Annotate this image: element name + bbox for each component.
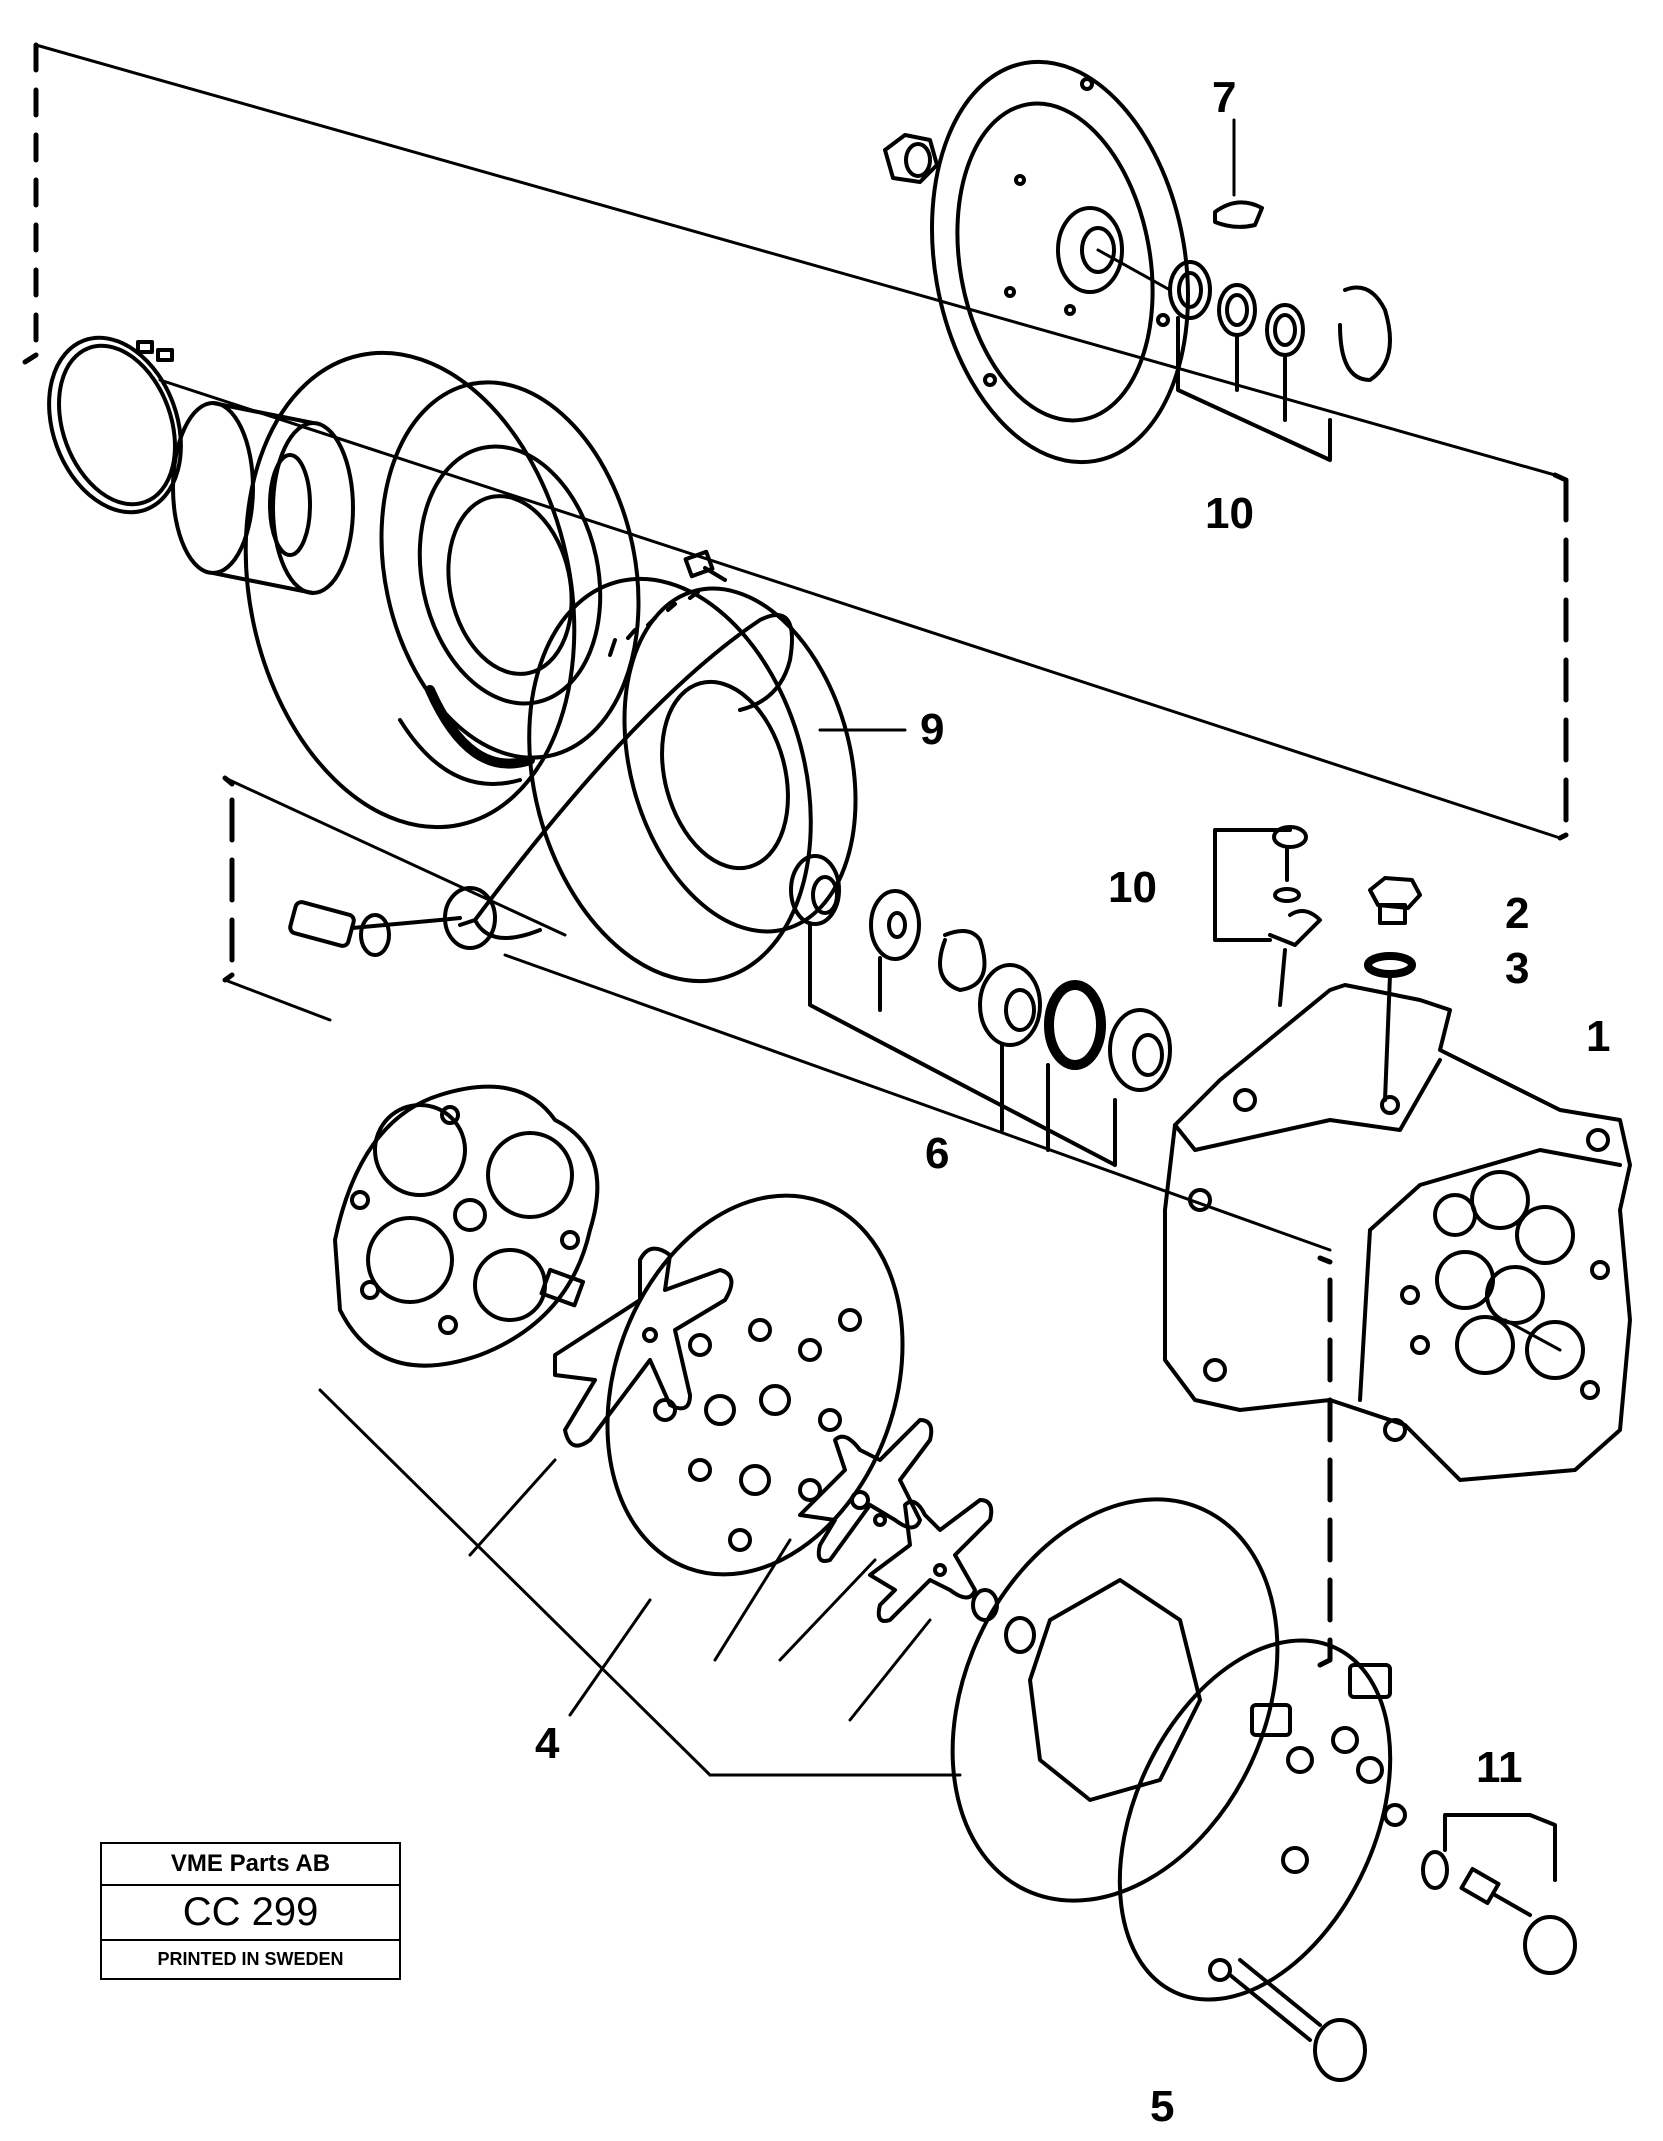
callout-7: 7 bbox=[1212, 73, 1237, 122]
cylinder-head-part-5 bbox=[1117, 1638, 1407, 2002]
callout-5: 5 bbox=[1150, 2082, 1175, 2131]
field-coil-part-9 bbox=[458, 576, 907, 984]
publisher-stamp: VME Parts AB CC 299 PRINTED IN SWEDEN bbox=[100, 1842, 401, 1980]
washer-part-3 bbox=[1364, 952, 1416, 1102]
callout-6: 6 bbox=[925, 1129, 950, 1178]
callout-1: 1 bbox=[1586, 1012, 1611, 1061]
key-part-7 bbox=[1213, 118, 1264, 229]
hub-nut bbox=[883, 133, 939, 184]
coil-lead-connector bbox=[288, 886, 497, 957]
clutch-front-plate bbox=[929, 59, 1191, 465]
pulley-bearing bbox=[171, 401, 355, 595]
head-gasket bbox=[950, 1497, 1280, 1903]
valve-plate-part-4 bbox=[605, 1193, 905, 1577]
plug-part-2 bbox=[1368, 876, 1422, 925]
service-fitting-part-11 bbox=[1421, 1813, 1577, 1975]
gasket-plate bbox=[333, 1084, 600, 1368]
clutch-pulley bbox=[243, 350, 641, 830]
group-4-brackets bbox=[318, 1388, 962, 1777]
shaft-seal-parts-part-6 bbox=[789, 854, 1172, 1167]
coil-screw bbox=[608, 549, 727, 657]
group-boundary-lines bbox=[22, 42, 1569, 1668]
stamp-printed: PRINTED IN SWEDEN bbox=[157, 1949, 344, 1969]
callout-3: 3 bbox=[1505, 944, 1530, 993]
small-washers bbox=[971, 1588, 1036, 1654]
callout-11: 11 bbox=[1476, 1743, 1523, 1792]
callout-10-mid: 10 bbox=[1108, 863, 1157, 912]
stamp-company: VME Parts AB bbox=[102, 1844, 399, 1886]
shim-rings-part-10 bbox=[1168, 260, 1392, 462]
stamp-code: CC 299 bbox=[102, 1886, 399, 1941]
callout-9: 9 bbox=[920, 705, 945, 754]
snap-ring bbox=[47, 335, 183, 515]
reed-valve bbox=[553, 1246, 734, 1448]
compressor-body-part-1 bbox=[1163, 983, 1632, 1482]
callout-10-top: 10 bbox=[1205, 489, 1254, 538]
clip-screw-part-10 bbox=[1213, 825, 1322, 1007]
reed-valves-pair bbox=[798, 1418, 994, 1623]
callout-2: 2 bbox=[1505, 889, 1530, 938]
head-bolt bbox=[1228, 1958, 1367, 2082]
callout-4: 4 bbox=[535, 1719, 560, 1768]
